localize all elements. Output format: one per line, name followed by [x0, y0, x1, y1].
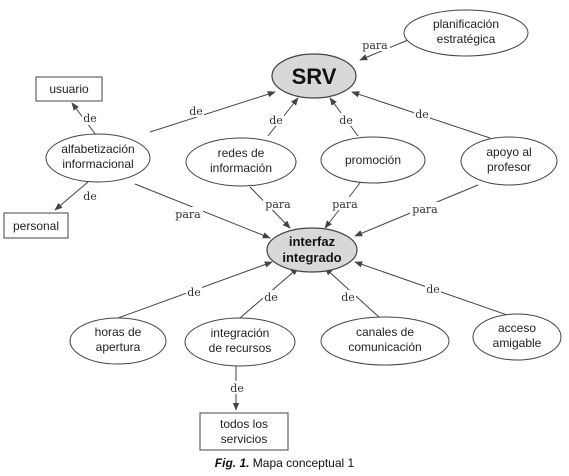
node-apoyo[interactable]: apoyo al profesor [460, 136, 558, 186]
node-personal[interactable]: personal [3, 212, 69, 239]
node-apoyo-line2: profesor [487, 160, 531, 174]
edge-alf-personal [54, 181, 89, 211]
link-label-integ-int: de [264, 291, 278, 304]
link-label-alf-usuario: de [83, 112, 97, 125]
node-canales[interactable]: canales de comunicación [320, 316, 450, 366]
link-labels: para de de de de de de para para para pa… [82, 38, 441, 395]
node-canales-line2: comunicación [348, 340, 421, 354]
node-srv[interactable]: SRV [271, 53, 357, 99]
node-horas[interactable]: horas de apertura [69, 317, 167, 365]
node-integracion-line1: integración [211, 326, 270, 340]
link-label-acceso-int: de [426, 283, 440, 296]
node-canales-line1: canales de [356, 325, 414, 339]
node-alfabetizacion-line2: informacional [62, 157, 133, 171]
link-label-integ-todos: de [230, 382, 244, 395]
link-label-alf-srv: de [189, 105, 203, 118]
figure-caption-text: Mapa conceptual 1 [249, 456, 355, 470]
node-planificacion-line1: planificación [433, 17, 499, 31]
figure-caption: Fig. 1. Mapa conceptual 1 [0, 456, 569, 470]
node-horas-line1: horas de [95, 325, 142, 339]
node-acceso-line1: acceso [498, 321, 536, 335]
node-redes-line1: redes de [218, 146, 265, 160]
nodes: SRV planificación estratégica usuario al… [3, 9, 562, 451]
node-interfaz[interactable]: interfaz integrado [266, 227, 358, 273]
node-srv-label: SRV [292, 64, 337, 89]
node-acceso[interactable]: acceso amigable [472, 313, 562, 361]
node-todos-line2: servicios [221, 432, 268, 446]
node-promocion[interactable]: promoción [320, 136, 426, 184]
node-interfaz-line1: interfaz [289, 234, 336, 249]
link-label-horas-int: de [187, 286, 201, 299]
node-alfabetizacion-line1: alfabetización [61, 142, 134, 156]
link-label-alf-int: para [175, 208, 201, 221]
node-promocion-label: promoción [345, 153, 401, 167]
link-label-apoyo-int: para [412, 203, 438, 216]
node-redes-line2: información [210, 161, 272, 175]
node-planificacion-line2: estratégica [437, 32, 496, 46]
node-personal-label: personal [13, 219, 59, 233]
link-label-redes-int: para [265, 198, 291, 211]
link-label-plan-srv: para [362, 39, 388, 52]
node-apoyo-line1: apoyo al [486, 145, 531, 159]
link-label-apoyo-srv: de [415, 108, 429, 121]
node-integracion-line2: de recursos [209, 341, 272, 355]
concept-map-canvas: para de de de de de de para para para pa… [3, 9, 562, 451]
figure-number: Fig. 1. [214, 456, 250, 470]
link-label-alf-personal: de [83, 190, 97, 203]
node-todos[interactable]: todos los servicios [199, 412, 289, 451]
node-acceso-line2: amigable [493, 336, 542, 350]
node-horas-line2: apertura [96, 340, 141, 354]
link-label-redes-srv: de [269, 114, 283, 127]
link-label-prom-srv: de [339, 114, 353, 127]
node-redes[interactable]: redes de información [185, 137, 297, 187]
link-label-canales-int: de [341, 291, 355, 304]
node-alfabetizacion[interactable]: alfabetización informacional [45, 133, 151, 183]
node-planificacion[interactable]: planificación estratégica [403, 9, 529, 57]
edge-alf-srv [149, 91, 276, 133]
link-label-prom-int: para [332, 198, 358, 211]
node-usuario-label: usuario [49, 82, 89, 96]
node-integracion[interactable]: integración de recursos [184, 317, 296, 367]
node-todos-line1: todos los [220, 417, 268, 431]
node-interfaz-line2: integrado [282, 250, 341, 265]
node-usuario[interactable]: usuario [35, 76, 103, 102]
